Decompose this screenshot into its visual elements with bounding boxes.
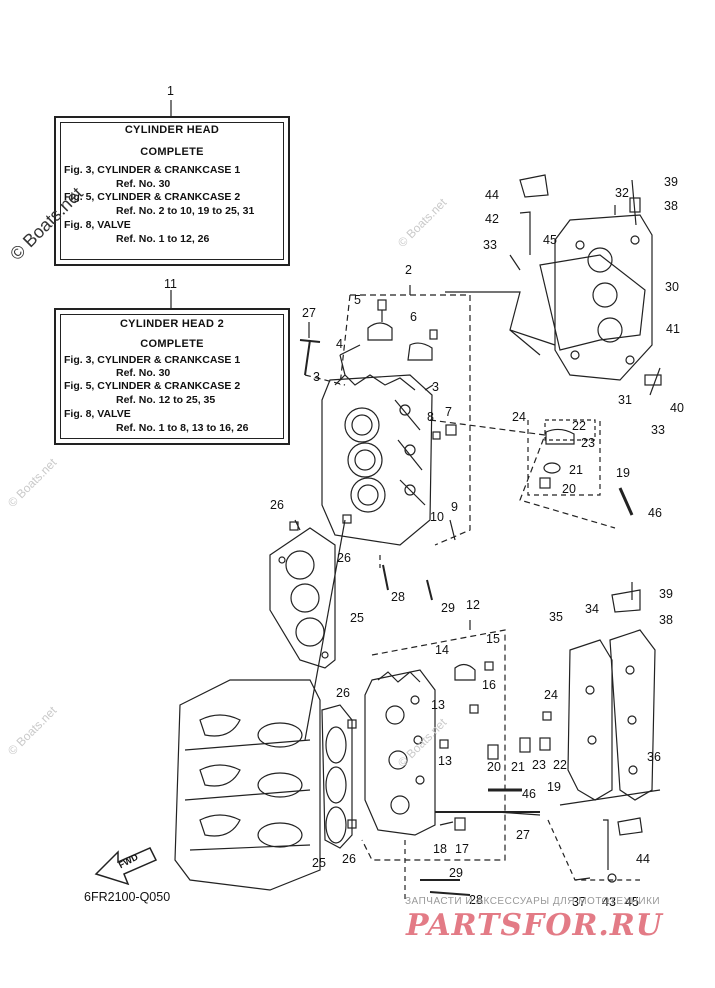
callout-number: 16 <box>482 678 496 692</box>
callout-number: 22 <box>553 758 567 772</box>
box-line: Fig. 3, CYLINDER & CRANKCASE 1 <box>64 354 241 366</box>
callout-number: 40 <box>670 401 684 415</box>
callout-number: 3 <box>313 370 320 384</box>
callout-number: 37 <box>572 895 586 909</box>
callout-number: 33 <box>651 423 665 437</box>
callout-number: 12 <box>466 598 480 612</box>
callout-number: 44 <box>636 852 650 866</box>
callout-number: 39 <box>659 587 673 601</box>
callout-number: 7 <box>445 405 452 419</box>
callout-number: 27 <box>302 306 316 320</box>
callout-number: 41 <box>666 322 680 336</box>
box-line: Ref. No. 30 <box>116 178 171 190</box>
box-line: Fig. 8, VALVE <box>64 408 131 420</box>
box-line: Fig. 5, CYLINDER & CRANKCASE 2 <box>64 191 241 203</box>
callout-number: 21 <box>569 463 583 477</box>
callout-number: 13 <box>438 754 452 768</box>
callout-number: 35 <box>549 610 563 624</box>
callout-number: 10 <box>430 510 444 524</box>
box-inner-border <box>60 122 284 260</box>
box-title: CYLINDER HEAD <box>124 124 220 136</box>
callout-number: 46 <box>648 506 662 520</box>
callout-number: 14 <box>435 643 449 657</box>
callout-number: 39 <box>664 175 678 189</box>
callout-number: 4 <box>336 337 343 351</box>
callout-number: 18 <box>433 842 447 856</box>
callout-number: 38 <box>664 199 678 213</box>
cylinder-head-2 <box>364 669 436 836</box>
callout-number: 26 <box>270 498 284 512</box>
callout-number: 23 <box>581 436 595 450</box>
callout-number: 29 <box>441 601 455 615</box>
partsfor-brand-logo: PARTSFOR.RU <box>406 908 663 943</box>
callout-number: 28 <box>469 893 483 907</box>
callout-number: 26 <box>336 686 350 700</box>
head-gasket-2 <box>321 704 353 849</box>
callout-number: 19 <box>547 780 561 794</box>
callout-number: 23 <box>532 758 546 772</box>
callout-number: 21 <box>511 760 525 774</box>
russian-caption: ЗАПЧАСТИ И АКСЕССУАРЫ ДЛЯ МОТОТЕХНИКИ <box>405 896 661 907</box>
callout-number: 26 <box>337 551 351 565</box>
callout-number: 45 <box>543 233 557 247</box>
callout-number: 28 <box>391 590 405 604</box>
callout-number: 29 <box>449 866 463 880</box>
fwd-arrow <box>94 847 158 886</box>
callout-number: 25 <box>350 611 364 625</box>
callout-number: 34 <box>585 602 599 616</box>
ref-label-11: 11 <box>164 277 177 291</box>
callout-number: 45 <box>625 895 639 909</box>
exhaust-cover-2 <box>567 629 656 801</box>
box-subtitle: COMPLETE <box>140 146 204 158</box>
box-line: Ref. No. 1 to 8, 13 to 16, 26 <box>116 422 249 434</box>
callout-number: 38 <box>659 613 673 627</box>
callout-number: 33 <box>483 238 497 252</box>
diagram-code: 6FR2100-Q050 <box>84 890 171 904</box>
ref-label-1: 1 <box>167 84 174 98</box>
callout-number: 6 <box>410 310 417 324</box>
callout-number: 19 <box>616 466 630 480</box>
callout-number: 8 <box>427 410 434 424</box>
callout-number: 27 <box>516 828 530 842</box>
callout-number: 25 <box>312 856 326 870</box>
callout-number: 24 <box>544 688 558 702</box>
box-inner-border <box>60 314 284 439</box>
callout-number: 43 <box>602 895 616 909</box>
exhaust-cover-1 <box>554 214 653 381</box>
cylinder-head-2-complete-box: CYLINDER HEAD 2 COMPLETE Fig. 3, CYLINDE… <box>54 308 290 445</box>
callout-number: 9 <box>451 500 458 514</box>
callout-number: 32 <box>615 186 629 200</box>
callout-number: 13 <box>431 698 445 712</box>
callout-number: 5 <box>354 293 361 307</box>
box-line: Ref. No. 12 to 25, 35 <box>116 394 216 406</box>
callout-number: 42 <box>485 212 499 226</box>
callout-number: 20 <box>562 482 576 496</box>
callout-number: 2 <box>405 263 412 277</box>
callout-number: 3 <box>432 380 439 394</box>
callout-number: 46 <box>522 787 536 801</box>
box-line: Fig. 3, CYLINDER & CRANKCASE 1 <box>64 164 241 176</box>
callout-number: 36 <box>647 750 661 764</box>
callout-number: 26 <box>342 852 356 866</box>
cylinder-block <box>174 679 321 891</box>
cylinder-head-1 <box>321 374 433 546</box>
box-line: Fig. 8, VALVE <box>64 219 131 231</box>
callout-number: 20 <box>487 760 501 774</box>
box-subtitle: COMPLETE <box>140 338 204 350</box>
box-line: Ref. No. 1 to 12, 26 <box>116 233 210 245</box>
box-line: Ref. No. 2 to 10, 19 to 25, 31 <box>116 205 255 217</box>
callout-number: 24 <box>512 410 526 424</box>
head-gasket-1 <box>269 527 336 669</box>
callout-number: 30 <box>665 280 679 294</box>
box-title: CYLINDER HEAD 2 <box>119 318 225 330</box>
box-line: Ref. No. 30 <box>116 367 171 379</box>
callout-number: 22 <box>572 419 586 433</box>
box-line: Fig. 5, CYLINDER & CRANKCASE 2 <box>64 380 241 392</box>
callout-number: 44 <box>485 188 499 202</box>
callout-number: 31 <box>618 393 632 407</box>
cylinder-head-complete-box: CYLINDER HEAD COMPLETE Fig. 3, CYLINDER … <box>54 116 290 266</box>
callout-number: 15 <box>486 632 500 646</box>
callout-number: 17 <box>455 842 469 856</box>
